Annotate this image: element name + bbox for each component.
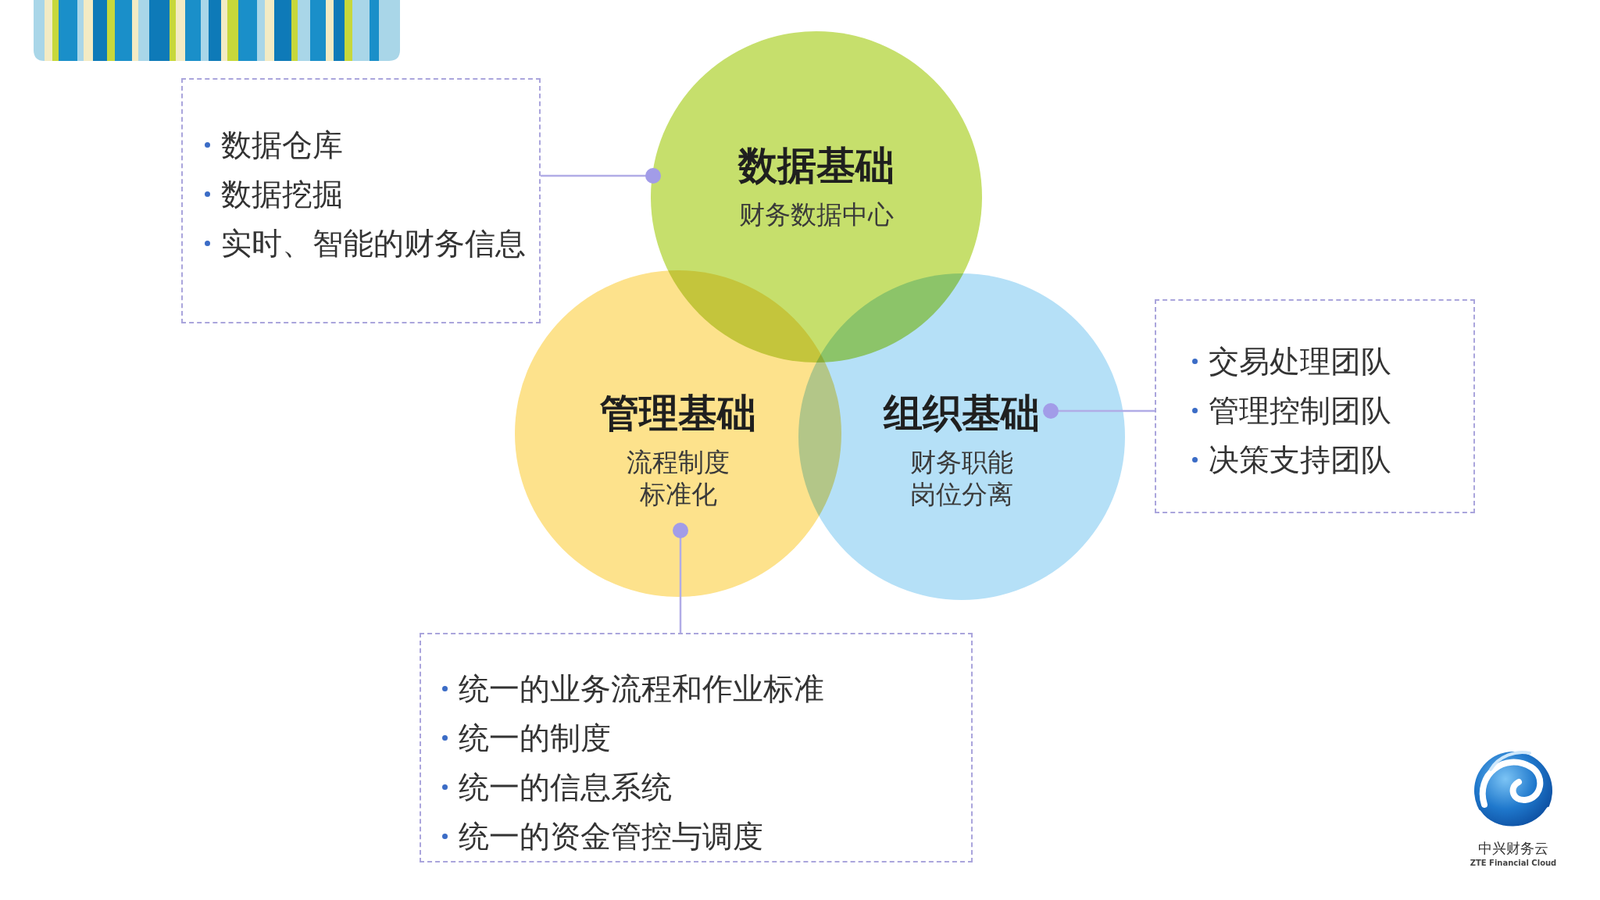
stripe — [310, 0, 326, 61]
circle-fill — [798, 273, 1125, 600]
stripe — [185, 0, 201, 61]
stripe — [138, 0, 150, 61]
stripe-bar — [33, 0, 400, 61]
stripe — [175, 0, 186, 61]
logo-mark — [1474, 751, 1553, 830]
leader-connector — [679, 530, 683, 633]
bullet-item: 统一的资金管控与调度 — [458, 811, 972, 861]
stripe — [344, 0, 353, 61]
pillar-heading: 数据基础 — [738, 142, 895, 190]
stripe — [169, 0, 176, 61]
pillar-circle: 管理基础流程制度 标准化 — [514, 270, 842, 597]
stripe — [44, 0, 53, 61]
stripe — [83, 0, 93, 61]
bullet-item: 统一的制度 — [458, 713, 972, 763]
stripe — [274, 0, 292, 61]
stripe — [264, 0, 275, 61]
stripe — [238, 0, 258, 61]
stripe — [221, 0, 228, 61]
stripe — [297, 0, 311, 61]
stripe — [369, 0, 379, 61]
leader-connector — [540, 175, 654, 178]
circle-fill — [514, 270, 842, 597]
circle-shape — [798, 273, 1125, 600]
list-box: 统一的业务流程和作业标准统一的制度统一的信息系统统一的资金管控与调度 — [419, 632, 973, 863]
logo-swirl — [1490, 752, 1530, 770]
pillar-circle: 组织基础财务职能 岗位分离 — [798, 273, 1125, 600]
list-box: 交易处理团队管理控制团队决策支持团队 — [1154, 299, 1475, 514]
connector-dot — [672, 522, 689, 539]
pillar-subtitle: 财务职能 岗位分离 — [903, 446, 1021, 511]
logo-disc — [1474, 751, 1553, 830]
logo-swirl — [1478, 809, 1549, 829]
pillar-heading: 管理基础 — [600, 389, 757, 437]
bullet-item: 数据挖掘 — [221, 169, 540, 219]
bullet-item: 交易处理团队 — [1208, 336, 1474, 386]
stripe — [291, 0, 298, 61]
connector-dot — [645, 167, 661, 184]
stripe — [333, 0, 345, 61]
stripe — [352, 0, 370, 61]
bullet-item: 决策支持团队 — [1208, 435, 1474, 485]
stripe — [132, 0, 139, 61]
pillar-subtitle: 流程制度 标准化 — [619, 446, 737, 511]
pillar-subtitle: 财务数据中心 — [739, 198, 894, 231]
stripe — [227, 0, 239, 61]
pillar-heading: 组织基础 — [883, 389, 1040, 437]
circle-text-group: 数据基础财务数据中心 — [650, 142, 983, 231]
stripe — [208, 0, 222, 61]
stripe — [378, 0, 400, 61]
logo-text: 中兴财务云 — [1478, 839, 1549, 858]
stripe — [58, 0, 78, 61]
logo-text: ZTE Financial Cloud — [1470, 858, 1558, 868]
leader-connector — [1050, 410, 1155, 413]
bullet-item: 统一的业务流程和作业标准 — [458, 664, 972, 714]
stripe — [200, 0, 209, 61]
stripe — [114, 0, 133, 61]
bullet-item: 实时、智能的财务信息 — [221, 218, 540, 268]
circle-text-group: 组织基础财务职能 岗位分离 — [798, 389, 1125, 511]
stripe — [52, 0, 59, 61]
stripe — [149, 0, 170, 61]
stripe — [325, 0, 334, 61]
list-box: 数据仓库数据挖掘实时、智能的财务信息 — [181, 78, 541, 324]
stripe — [77, 0, 84, 61]
bullet-item: 数据仓库 — [221, 120, 540, 170]
stripe — [257, 0, 265, 61]
bullet-item: 统一的信息系统 — [458, 762, 972, 812]
bullet-item: 管理控制团队 — [1208, 385, 1474, 436]
stripe — [33, 0, 45, 61]
connector-dot — [1042, 403, 1059, 419]
stripe — [107, 0, 115, 61]
circle-text-group: 管理基础流程制度 标准化 — [514, 389, 842, 511]
stripe — [92, 0, 108, 61]
